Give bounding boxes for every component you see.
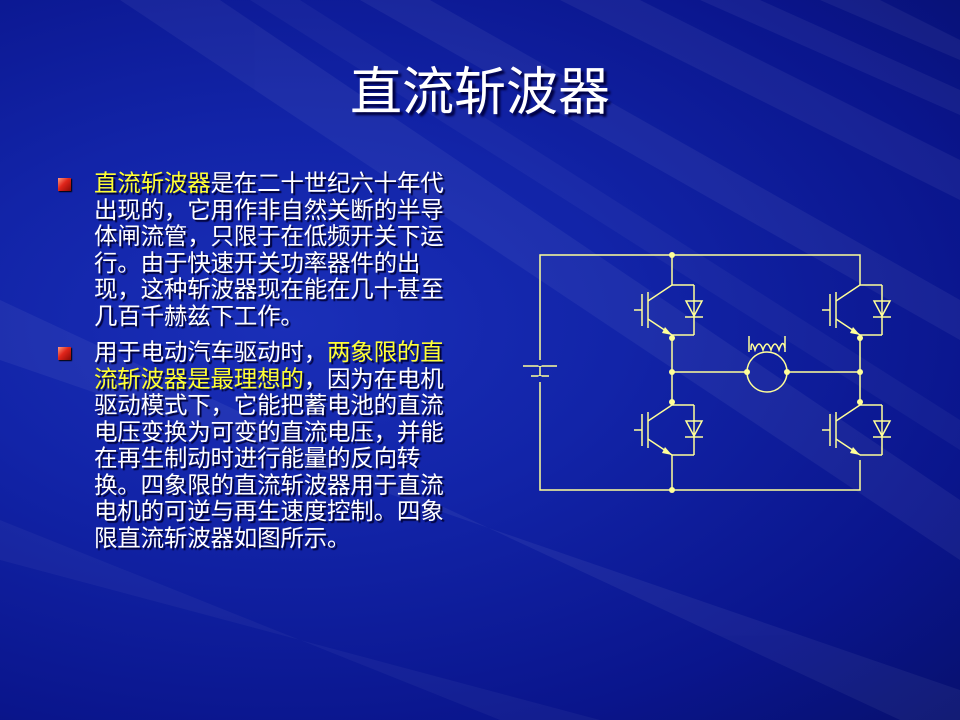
circuit-svg xyxy=(523,252,892,493)
circuit-wires xyxy=(539,254,861,491)
bullet-text-after: ，因为在电机驱动模式下，它能把蓄电池的直流电压变换为可变的直流电压，并能在再生制… xyxy=(94,364,444,552)
chopper-circuit-diagram xyxy=(515,240,905,500)
bullet-highlight: 两象限的直流斩波器是最理想的 xyxy=(94,338,444,393)
igbt-switch-icon xyxy=(633,404,704,456)
bullet-item: 直流斩波器是在二十世纪六十年代出现的，它用作非自然关断的半导体闸流管，只限于在低… xyxy=(58,170,458,329)
red-square-bullet-icon xyxy=(58,178,71,191)
igbt-switch-icon xyxy=(821,284,892,336)
bullet-item: 用于电动汽车驱动时，两象限的直流斩波器是最理想的，因为在电机驱动模式下，它能把蓄… xyxy=(58,339,458,551)
bullet-list: 直流斩波器是在二十世纪六十年代出现的，它用作非自然关断的半导体闸流管，只限于在低… xyxy=(58,170,458,561)
bullet-highlight: 直流斩波器 xyxy=(94,169,211,197)
slide-title: 直流斩波器 xyxy=(349,63,610,123)
bullet-text-before: 用于电动汽车驱动时， xyxy=(94,338,327,366)
bullet-text: 是在二十世纪六十年代出现的，它用作非自然关断的半导体闸流管，只限于在低频开关下运… xyxy=(94,169,444,330)
dc-motor-icon xyxy=(746,336,788,393)
red-square-bullet-icon xyxy=(58,347,71,360)
battery-icon xyxy=(523,360,557,382)
igbt-switch-icon xyxy=(633,284,704,336)
igbt-switch-icon xyxy=(821,404,892,456)
